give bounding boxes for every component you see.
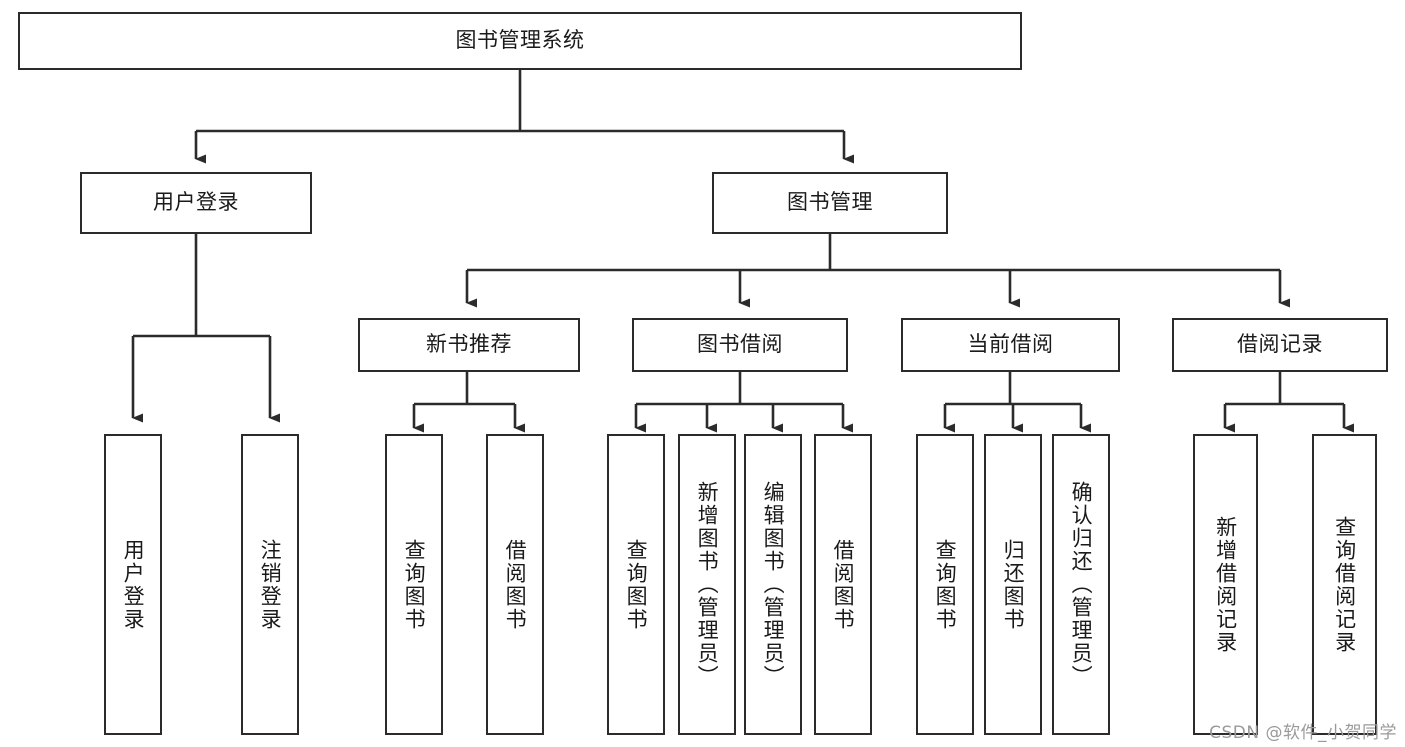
leaf-current-borrow-query-book[interactable]: 查询图书 xyxy=(916,434,974,735)
node-label: 用户登录 xyxy=(153,190,239,215)
node-label: 当前借阅 xyxy=(967,332,1054,357)
node-label: 注销登录 xyxy=(258,538,283,631)
csdn-watermark: CSDN @软件_小贺同学 xyxy=(1209,723,1397,743)
node-current-borrow[interactable]: 当前借阅 xyxy=(901,318,1120,372)
leaf-book-borrow-add-book-admin[interactable]: 新增图书（管理员） xyxy=(678,434,736,735)
node-label: 图书管理系统 xyxy=(455,28,585,53)
node-label: 新书推荐 xyxy=(426,332,512,357)
leaf-book-borrow-borrow-book[interactable]: 借阅图书 xyxy=(814,434,872,735)
node-label: 查询图书 xyxy=(624,538,649,631)
node-borrow-record[interactable]: 借阅记录 xyxy=(1172,318,1388,372)
node-label: 编辑图书（管理员） xyxy=(761,481,786,688)
node-label: 借阅图书 xyxy=(503,538,528,631)
node-label: 新增图书（管理员） xyxy=(695,481,720,688)
node-label: 借阅记录 xyxy=(1237,332,1323,357)
node-label: 确认归还（管理员） xyxy=(1069,481,1094,688)
leaf-current-borrow-confirm-return-admin[interactable]: 确认归还（管理员） xyxy=(1052,434,1110,735)
leaf-new-book-query-book[interactable]: 查询图书 xyxy=(385,434,443,735)
node-book-borrow[interactable]: 图书借阅 xyxy=(632,318,848,372)
node-label: 新增借阅记录 xyxy=(1213,515,1238,654)
node-label: 图书借阅 xyxy=(697,332,783,357)
node-label: 查询图书 xyxy=(933,538,958,631)
node-new-book-recommend[interactable]: 新书推荐 xyxy=(358,318,580,372)
node-label: 借阅图书 xyxy=(831,538,856,631)
leaf-borrow-record-query-record[interactable]: 查询借阅记录 xyxy=(1312,434,1377,735)
node-label: 查询借阅记录 xyxy=(1332,515,1357,654)
leaf-user-login-logout[interactable]: 注销登录 xyxy=(241,434,299,735)
node-label: 查询图书 xyxy=(402,538,427,631)
node-book-management[interactable]: 图书管理 xyxy=(712,172,948,234)
node-label: 用户登录 xyxy=(121,538,146,631)
node-label: 图书管理 xyxy=(787,190,873,215)
leaf-new-book-borrow-book[interactable]: 借阅图书 xyxy=(486,434,544,735)
leaf-user-login-login[interactable]: 用户登录 xyxy=(104,434,162,735)
leaf-book-borrow-edit-book-admin[interactable]: 编辑图书（管理员） xyxy=(744,434,802,735)
leaf-current-borrow-return-book[interactable]: 归还图书 xyxy=(984,434,1042,735)
leaf-borrow-record-add-record[interactable]: 新增借阅记录 xyxy=(1193,434,1258,735)
node-root-book-management-system[interactable]: 图书管理系统 xyxy=(18,12,1022,70)
node-label: 归还图书 xyxy=(1001,538,1026,631)
leaf-book-borrow-query-book[interactable]: 查询图书 xyxy=(607,434,665,735)
node-user-login[interactable]: 用户登录 xyxy=(80,172,312,234)
